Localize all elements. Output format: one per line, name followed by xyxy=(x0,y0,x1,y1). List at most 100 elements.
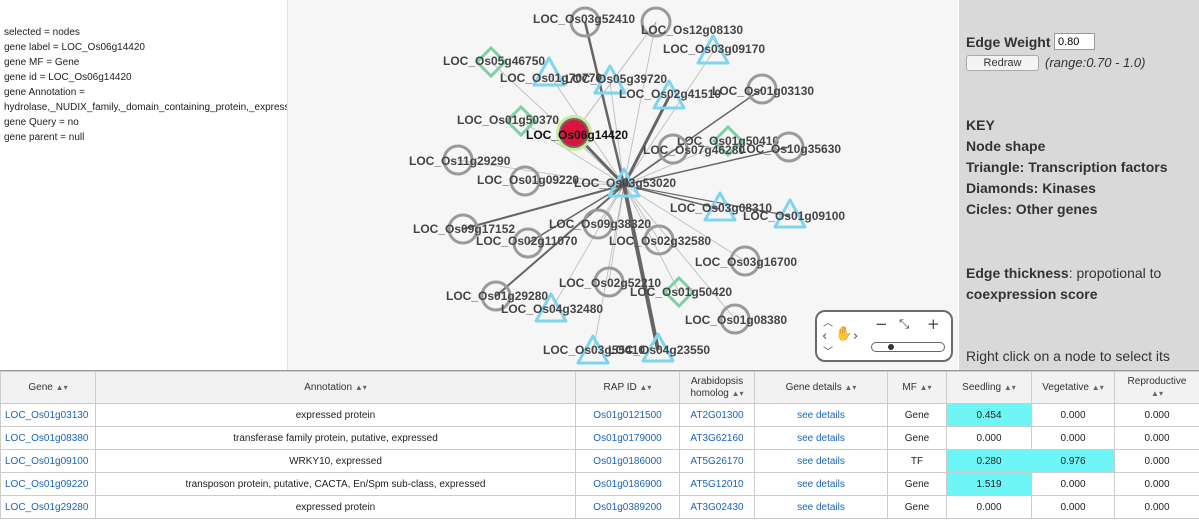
graph-node-triangle[interactable]: LOC_Os04g32480 xyxy=(501,292,603,323)
edge-weight-input[interactable] xyxy=(1054,33,1095,50)
graph-navigator[interactable]: ︿ ‹ ✋ › ﹀ − ⤡ + xyxy=(815,310,953,362)
homolog-link[interactable]: AT5G12010 xyxy=(690,478,744,490)
graph-node-circle[interactable]: LOC_Os10g35630 xyxy=(739,131,841,163)
graph-node-circle[interactable]: LOC_Os12g08130 xyxy=(640,6,743,38)
pan-left-icon[interactable]: ‹ xyxy=(822,329,828,344)
triangle-node-icon[interactable] xyxy=(576,334,610,365)
sort-icon[interactable]: ▲▾ xyxy=(1151,388,1163,398)
triangle-node-icon[interactable] xyxy=(652,79,686,110)
triangle-node-icon[interactable] xyxy=(607,167,641,198)
col-header-gene[interactable]: Gene ▲▾ xyxy=(0,371,96,404)
graph-node-circle[interactable]: LOC_Os01g08380 xyxy=(685,303,787,335)
circle-node-icon[interactable] xyxy=(593,266,625,298)
pan-right-icon[interactable]: › xyxy=(853,329,859,344)
triangle-node-icon[interactable] xyxy=(696,34,730,65)
selected-node-icon[interactable] xyxy=(556,115,592,151)
triangle-node-icon[interactable] xyxy=(641,332,675,363)
triangle-node-icon[interactable] xyxy=(534,292,568,323)
graph-node-triangle[interactable]: LOC_Os01g09100 xyxy=(743,198,845,229)
graph-node-circle[interactable]: LOC_Os02g32580 xyxy=(609,224,711,256)
pan-down-icon[interactable]: ﹀ xyxy=(823,347,833,358)
triangle-node-icon[interactable] xyxy=(703,191,737,222)
gene-link[interactable]: LOC_Os01g03130 xyxy=(5,409,89,421)
redraw-button[interactable]: Redraw xyxy=(966,55,1039,71)
graph-node-circle[interactable]: LOC_Os09g38320 xyxy=(549,208,651,240)
rap-id-link[interactable]: Os01g0186000 xyxy=(593,455,662,467)
hand-pan-icon[interactable]: ✋ xyxy=(835,326,853,342)
zoom-out-icon[interactable]: − xyxy=(875,315,888,333)
gene-link[interactable]: LOC_Os01g29280 xyxy=(5,501,89,513)
graph-node-circle[interactable]: LOC_Os09g17152 xyxy=(413,213,515,245)
circle-node-icon[interactable] xyxy=(509,165,541,197)
see-details-link[interactable]: see details xyxy=(797,455,845,467)
zoom-slider-knob[interactable] xyxy=(888,344,894,350)
triangle-node-icon[interactable] xyxy=(532,56,566,87)
graph-node-triangle[interactable]: LOC_Os02g41510 xyxy=(619,79,721,110)
zoom-in-icon[interactable]: + xyxy=(927,315,940,333)
homolog-link[interactable]: AT2G01300 xyxy=(690,409,744,421)
graph-node-diamond[interactable]: LOC_Os01g50420 xyxy=(630,275,732,309)
graph-node-circle[interactable]: LOC_Os02g11070 xyxy=(476,227,578,259)
graph-node-circle[interactable]: LOC_Os01g29280 xyxy=(446,280,548,312)
graph-node-circle[interactable]: LOC_Os01g09220 xyxy=(477,165,579,197)
see-details-link[interactable]: see details xyxy=(797,501,845,513)
graph-node-circle[interactable]: LOC_Os11g29290 xyxy=(409,144,511,176)
graph-node-triangle[interactable]: LOC_Os03g53020 xyxy=(574,167,676,198)
col-header-vegetative[interactable]: Vegetative ▲▾ xyxy=(1031,371,1115,404)
circle-node-icon[interactable] xyxy=(719,303,751,335)
graph-node-diamond[interactable]: LOC_Os01g50370 xyxy=(457,104,559,138)
graph-node-circle[interactable]: LOC_Os07g46280 xyxy=(643,133,745,165)
circle-node-icon[interactable] xyxy=(512,227,544,259)
col-header-annotation[interactable]: Annotation ▲▾ xyxy=(95,371,576,404)
col-header-gene-details[interactable]: Gene details ▲▾ xyxy=(754,371,888,404)
sort-icon[interactable]: ▲▾ xyxy=(354,382,367,392)
graph-node-selected[interactable]: LOC_Os06g14420 xyxy=(526,115,628,151)
network-graph-svg[interactable]: LOC_Os03g52410LOC_Os12g08130LOC_Os03g091… xyxy=(288,0,958,370)
sort-icon[interactable]: ▲▾ xyxy=(731,388,744,398)
diamond-node-icon[interactable] xyxy=(711,124,745,158)
gene-link[interactable]: LOC_Os01g09220 xyxy=(5,478,89,490)
circle-node-icon[interactable] xyxy=(640,6,672,38)
graph-node-circle[interactable]: LOC_Os03g16700 xyxy=(695,245,797,277)
diamond-node-icon[interactable] xyxy=(474,45,508,79)
pan-up-icon[interactable]: ︿ xyxy=(823,318,833,329)
see-details-link[interactable]: see details xyxy=(797,432,845,444)
sort-icon[interactable]: ▲▾ xyxy=(919,382,932,392)
graph-node-triangle[interactable]: LOC_Os04g23550 xyxy=(608,332,710,363)
circle-node-icon[interactable] xyxy=(746,73,778,105)
circle-node-icon[interactable] xyxy=(773,131,805,163)
homolog-link[interactable]: AT5G26170 xyxy=(690,455,744,467)
rap-id-link[interactable]: Os01g0389200 xyxy=(593,501,662,513)
sort-icon[interactable]: ▲▾ xyxy=(844,382,857,392)
rap-id-link[interactable]: Os01g0186900 xyxy=(593,478,662,490)
circle-node-icon[interactable] xyxy=(447,213,479,245)
homolog-link[interactable]: AT3G62160 xyxy=(690,432,744,444)
col-header-arabidopsis-homolog[interactable]: Arabidopsis homolog ▲▾ xyxy=(679,371,755,404)
graph-node-diamond[interactable]: LOC_Os05g46750 xyxy=(443,45,545,79)
sort-icon[interactable]: ▲▾ xyxy=(1003,382,1016,392)
graph-node-circle[interactable]: LOC_Os02g52210 xyxy=(559,266,661,298)
graph-node-triangle[interactable]: LOC_Os05g39720 xyxy=(565,64,667,95)
circle-node-icon[interactable] xyxy=(582,208,614,240)
graph-node-circle[interactable]: LOC_Os03g52410 xyxy=(533,6,635,38)
col-header-reproductive[interactable]: Reproductive▲▾ xyxy=(1114,371,1199,404)
graph-node-triangle[interactable]: LOC_Os01g70770 xyxy=(500,56,602,87)
circle-node-icon[interactable] xyxy=(480,280,512,312)
rap-id-link[interactable]: Os01g0121500 xyxy=(593,409,662,421)
circle-node-icon[interactable] xyxy=(643,224,675,256)
col-header-rap-id[interactable]: RAP ID ▲▾ xyxy=(575,371,680,404)
diamond-node-icon[interactable] xyxy=(662,275,696,309)
fit-view-icon[interactable]: ⤡ xyxy=(899,317,910,332)
zoom-slider[interactable] xyxy=(871,342,945,352)
diamond-node-icon[interactable] xyxy=(504,104,538,138)
gene-link[interactable]: LOC_Os01g08380 xyxy=(5,432,89,444)
circle-node-icon[interactable] xyxy=(657,133,689,165)
graph-node-triangle[interactable]: LOC_Os03g55410 xyxy=(543,334,645,365)
triangle-node-icon[interactable] xyxy=(593,64,627,95)
graph-node-diamond[interactable]: LOC_Os01g50410 xyxy=(677,124,779,158)
triangle-node-icon[interactable] xyxy=(773,198,807,229)
sort-icon[interactable]: ▲▾ xyxy=(55,382,68,392)
homolog-link[interactable]: AT3G02430 xyxy=(690,501,744,513)
graph-node-triangle[interactable]: LOC_Os03g08310 xyxy=(670,191,772,222)
